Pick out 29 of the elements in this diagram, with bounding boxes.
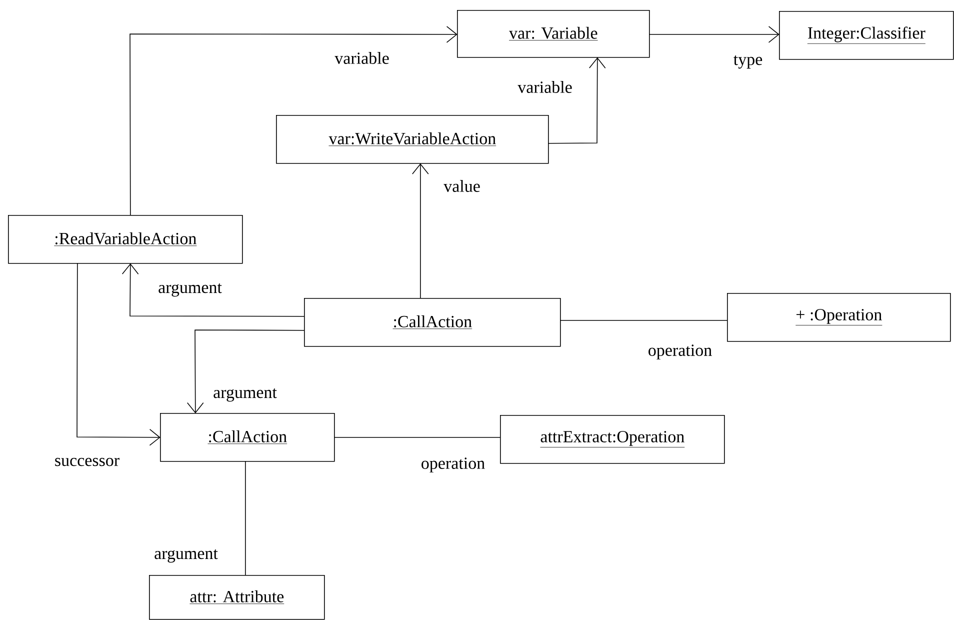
- object-box: :CallAction: [160, 413, 335, 462]
- association-line: [560, 320, 728, 321]
- edge-label: argument: [212, 387, 278, 403]
- association-line: [76, 263, 160, 446]
- association-line: [649, 26, 780, 43]
- object-box: var: Variable: [457, 10, 650, 58]
- object-box: var:WriteVariableAction: [276, 115, 549, 164]
- association-line: [122, 263, 305, 317]
- association-line: [412, 163, 429, 299]
- object-box: + :Operation: [727, 293, 951, 342]
- edge-label: operation: [420, 456, 486, 474]
- object-box: attrExtract:Operation: [500, 415, 725, 464]
- object-box: attr: Attribute: [149, 575, 325, 620]
- object-box: :CallAction: [304, 298, 561, 347]
- association-line: [334, 437, 501, 438]
- edge-label: variable: [516, 80, 574, 94]
- edge-label: operation: [646, 344, 714, 360]
- edge-label: value: [442, 179, 482, 193]
- object-box: :ReadVariableAction: [8, 215, 243, 264]
- edge-label: successor: [53, 456, 121, 468]
- association-line: [130, 26, 458, 216]
- association-line: [186, 330, 305, 414]
- edge-label: type: [732, 54, 764, 70]
- association-line: [245, 461, 246, 576]
- object-box: Integer:Classifier: [779, 11, 954, 60]
- edge-label: argument: [157, 282, 223, 298]
- edge-label: argument: [153, 548, 219, 564]
- association-line: [548, 57, 606, 144]
- edge-label: variable: [334, 51, 390, 65]
